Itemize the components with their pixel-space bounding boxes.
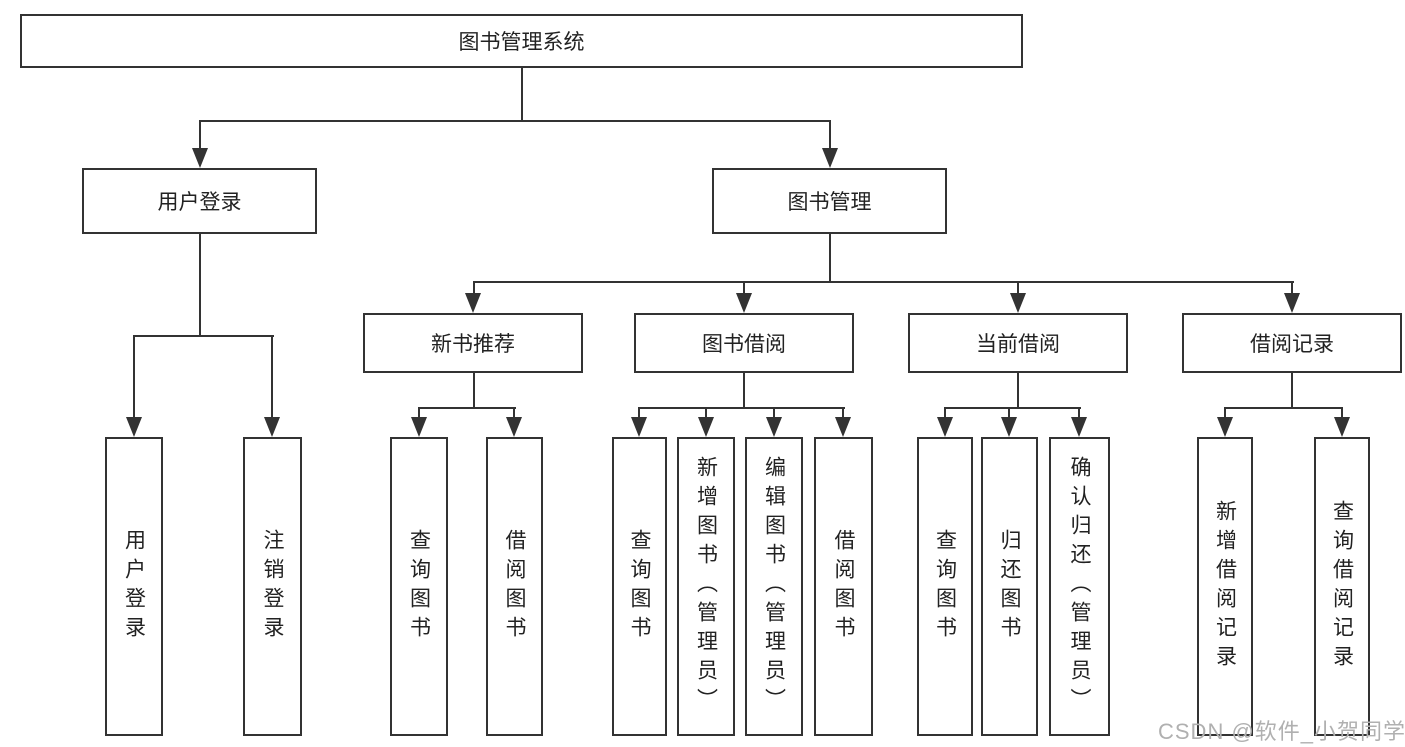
leaf-edit-books-admin: 编辑图书（管理员） bbox=[745, 437, 803, 736]
arrow-down-icon bbox=[822, 148, 838, 168]
arrow-down-icon bbox=[1071, 417, 1087, 437]
leaf-label: 借阅图书 bbox=[503, 528, 527, 645]
arrow-down-icon bbox=[835, 417, 851, 437]
node-book-management: 图书管理 bbox=[712, 168, 947, 234]
connector-line bbox=[199, 120, 831, 122]
leaf-return-books: 归还图书 bbox=[981, 437, 1038, 736]
node-label: 新书推荐 bbox=[431, 333, 515, 356]
connector-line bbox=[513, 407, 515, 419]
arrow-down-icon bbox=[192, 148, 208, 168]
leaf-label: 归还图书 bbox=[998, 528, 1022, 645]
leaf-label: 查询图书 bbox=[628, 528, 652, 645]
connector-line bbox=[473, 373, 475, 408]
connector-line bbox=[1078, 407, 1080, 419]
leaf-borrow-books: 借阅图书 bbox=[814, 437, 873, 736]
arrow-down-icon bbox=[1001, 417, 1017, 437]
connector-line bbox=[829, 120, 831, 150]
connector-line bbox=[473, 281, 1294, 283]
leaf-label: 新增图书（管理员） bbox=[694, 456, 718, 717]
node-book-borrowing: 图书借阅 bbox=[634, 313, 854, 373]
arrow-down-icon bbox=[1010, 293, 1026, 313]
leaf-query-borrow-record: 查询借阅记录 bbox=[1314, 437, 1370, 736]
leaf-label: 用户登录 bbox=[122, 528, 146, 645]
connector-line bbox=[1341, 407, 1343, 419]
leaf-label: 注销登录 bbox=[261, 528, 285, 645]
connector-line bbox=[1017, 281, 1019, 295]
leaf-confirm-return-admin: 确认归还（管理员） bbox=[1049, 437, 1110, 736]
connector-line bbox=[1017, 373, 1019, 408]
leaf-label: 确认归还（管理员） bbox=[1068, 456, 1092, 717]
connector-line bbox=[945, 407, 1081, 409]
leaf-add-borrow-record: 新增借阅记录 bbox=[1197, 437, 1253, 736]
arrow-down-icon bbox=[937, 417, 953, 437]
leaf-borrow-books: 借阅图书 bbox=[486, 437, 543, 736]
connector-line bbox=[944, 407, 946, 419]
connector-line bbox=[133, 335, 135, 419]
arrow-down-icon bbox=[1284, 293, 1300, 313]
node-label: 图书借阅 bbox=[702, 333, 786, 356]
connector-line bbox=[829, 234, 831, 283]
connector-line bbox=[743, 281, 745, 295]
connector-line bbox=[473, 281, 475, 295]
leaf-label: 查询借阅记录 bbox=[1330, 499, 1354, 674]
connector-line bbox=[199, 120, 201, 150]
arrow-down-icon bbox=[736, 293, 752, 313]
arrow-down-icon bbox=[465, 293, 481, 313]
connector-line bbox=[639, 407, 845, 409]
connector-line bbox=[133, 335, 274, 337]
leaf-add-books-admin: 新增图书（管理员） bbox=[677, 437, 735, 736]
node-label: 图书管理 bbox=[787, 191, 872, 214]
connector-line bbox=[1008, 407, 1010, 419]
connector-line bbox=[1224, 407, 1226, 419]
node-borrowing-records: 借阅记录 bbox=[1182, 313, 1402, 373]
connector-line bbox=[705, 407, 707, 419]
arrow-down-icon bbox=[264, 417, 280, 437]
node-user-login: 用户登录 bbox=[82, 168, 317, 234]
arrow-down-icon bbox=[411, 417, 427, 437]
leaf-query-books: 查询图书 bbox=[917, 437, 973, 736]
connector-line bbox=[419, 407, 516, 409]
connector-line bbox=[418, 407, 420, 419]
node-new-book-recommendation: 新书推荐 bbox=[363, 313, 583, 373]
connector-line bbox=[521, 68, 523, 121]
connector-line bbox=[199, 234, 201, 337]
arrow-down-icon bbox=[698, 417, 714, 437]
connector-line bbox=[1225, 407, 1343, 409]
leaf-label: 新增借阅记录 bbox=[1213, 499, 1237, 674]
connector-line bbox=[773, 407, 775, 419]
leaf-query-books: 查询图书 bbox=[390, 437, 448, 736]
arrow-down-icon bbox=[126, 417, 142, 437]
connector-line bbox=[743, 373, 745, 408]
leaf-query-books: 查询图书 bbox=[612, 437, 667, 736]
arrow-down-icon bbox=[766, 417, 782, 437]
leaf-label: 借阅图书 bbox=[832, 528, 856, 645]
node-library-management-system: 图书管理系统 bbox=[20, 14, 1023, 68]
node-current-borrowing: 当前借阅 bbox=[908, 313, 1128, 373]
leaf-label: 编辑图书（管理员） bbox=[762, 456, 786, 717]
arrow-down-icon bbox=[1217, 417, 1233, 437]
connector-line bbox=[271, 335, 273, 419]
leaf-user-login: 用户登录 bbox=[105, 437, 163, 736]
watermark: CSDN @软件_小贺同学 bbox=[1158, 719, 1405, 744]
node-label: 图书管理系统 bbox=[458, 31, 585, 54]
leaf-label: 查询图书 bbox=[933, 528, 957, 645]
arrow-down-icon bbox=[506, 417, 522, 437]
leaf-label: 查询图书 bbox=[407, 528, 431, 645]
connector-line bbox=[842, 407, 844, 419]
node-label: 借阅记录 bbox=[1250, 333, 1334, 356]
node-label: 用户登录 bbox=[157, 191, 242, 214]
leaf-logout: 注销登录 bbox=[243, 437, 302, 736]
arrow-down-icon bbox=[1334, 417, 1350, 437]
connector-line bbox=[1291, 373, 1293, 408]
arrow-down-icon bbox=[631, 417, 647, 437]
connector-line bbox=[638, 407, 640, 419]
node-label: 当前借阅 bbox=[976, 333, 1060, 356]
connector-line bbox=[1291, 281, 1293, 295]
